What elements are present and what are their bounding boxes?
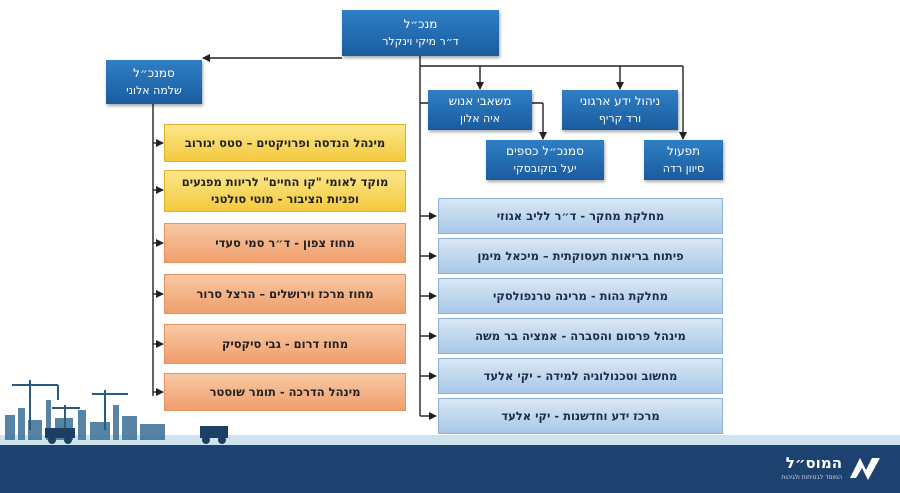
right-unit-research: מחלקת מחקר - ד״ר לליב אגוזי (438, 198, 723, 234)
unit-line: פיתוח בריאות תעסוקתית – מיכאל מימן (477, 248, 684, 263)
deputy-title: סמנכ״ל (133, 66, 175, 81)
deputy-name: שלמה אלוני (126, 83, 182, 97)
unit-hr: משאבי אנוש איה אלון (428, 90, 532, 130)
right-unit-occupational-health: פיתוח בריאות תעסוקתית – מיכאל מימן (438, 238, 723, 274)
footer-band (0, 445, 900, 493)
left-unit-center: מחוז מרכז וירושלים – הרצל סרור (164, 274, 406, 314)
left-unit-hotline: מוקד לאומי "קו החיים" לריוות מפגעים ופני… (164, 170, 406, 212)
unit-title: משאבי אנוש (448, 94, 512, 109)
left-unit-engineering: מינהל הנדסה ופרויקטים – סטס יגורוב (164, 124, 406, 162)
logo-mark-icon (850, 458, 880, 480)
unit-line: מחוז מרכז וירושלים – הרצל סרור (196, 286, 374, 301)
unit-name: ורד קריף (598, 111, 642, 125)
unit-operations: תפעול סיוון רדה (644, 140, 723, 180)
ceo-title: מנכ״ל (403, 17, 438, 32)
left-unit-south: מחוז דרום - גבי סיקסיק (164, 324, 406, 364)
unit-finance: סמנכ״ל כספים יעל בוקובסקי (486, 140, 604, 180)
right-unit-knowledge-center: מרכז ידע וחדשנות - יקי אלעד (438, 398, 723, 434)
unit-line: מחלקת מחקר - ד״ר לליב אגוזי (496, 208, 665, 223)
logo-tagline: המוסד לבטיחות ולגיהות (781, 474, 842, 481)
ceo-name: ד״ר מיקי וינקלר (382, 34, 459, 48)
unit-line: מינהל הנדסה ופרויקטים – סטס יגורוב (184, 135, 386, 150)
unit-title: ניהול ידע ארגוני (579, 94, 661, 109)
unit-title: סמנכ״ל כספים (506, 144, 584, 159)
unit-title: תפעול (667, 144, 700, 159)
logo-name: המוס״ל (785, 454, 842, 472)
unit-line: מחלקת גהות - מרינה טרנפולסקי (493, 288, 668, 303)
left-unit-training: מינהל הדרכה - תומר שוסטר (164, 373, 406, 411)
industrial-skyline-illustration (0, 380, 900, 450)
right-unit-publicity: מינהל פרסום והסברה - אמציה בר משה (438, 318, 723, 354)
unit-name: סיוון רדה (662, 161, 705, 175)
unit-line: מוקד לאומי "קו החיים" לריוות מפגעים (181, 175, 389, 190)
unit-name: איה אלון (459, 111, 501, 125)
unit-line: מינהל פרסום והסברה - אמציה בר משה (475, 328, 686, 343)
deputy-box: סמנכ״ל שלמה אלוני (106, 60, 202, 104)
right-unit-hygiene: מחלקת גהות - מרינה טרנפולסקי (438, 278, 723, 314)
unit-line: ופניות הציבור - מוטי סולטני (211, 192, 359, 206)
logo: המוס״ל המוסד לבטיחות ולגיהות (772, 452, 882, 486)
unit-line: מחוז דרום - גבי סיקסיק (221, 336, 349, 351)
unit-line: מרכז ידע וחדשנות - יקי אלעד (501, 408, 660, 423)
ceo-box: מנכ״ל ד״ר מיקי וינקלר (342, 10, 499, 56)
unit-name: יעל בוקובסקי (513, 161, 577, 175)
unit-line: מחשוב וטכנולוגיה למידה - יקי אלעד (483, 368, 678, 383)
unit-knowledge: ניהול ידע ארגוני ורד קריף (562, 90, 678, 130)
left-unit-north: מחוז צפון - ד״ר סמי סעדי (164, 223, 406, 263)
right-unit-computing: מחשוב וטכנולוגיה למידה - יקי אלעד (438, 358, 723, 394)
unit-line: מחוז צפון - ד״ר סמי סעדי (215, 235, 355, 250)
unit-line: מינהל הדרכה - תומר שוסטר (209, 384, 361, 399)
